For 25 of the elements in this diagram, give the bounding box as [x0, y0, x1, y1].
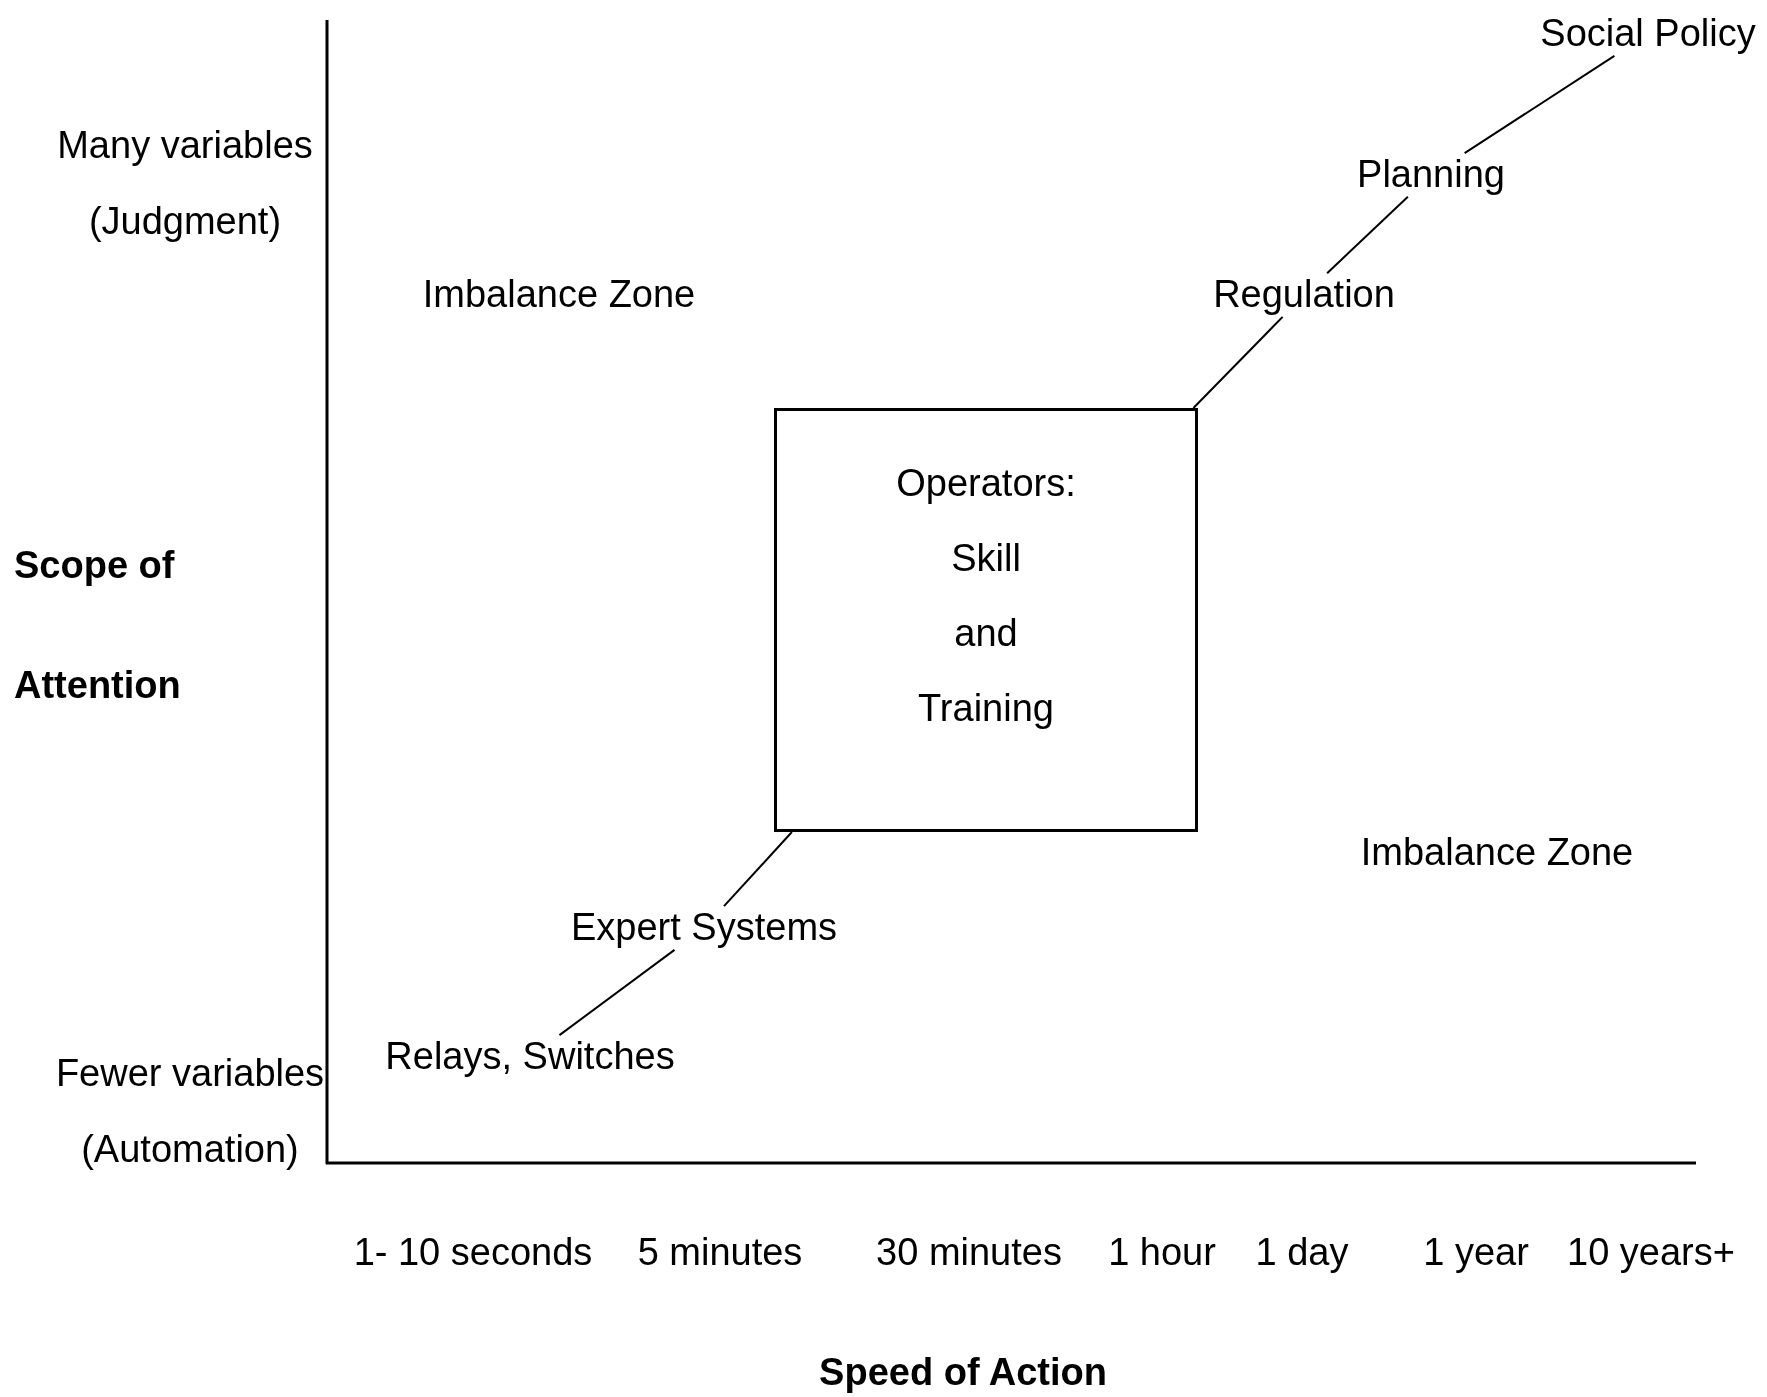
- tick-label: 1 day: [1255, 1231, 1349, 1275]
- axis-title: Scope of Attention: [14, 543, 182, 708]
- connector-line: [558, 948, 676, 1037]
- tick-label: 1- 10 seconds: [353, 1231, 593, 1275]
- connector-line: [1463, 54, 1616, 155]
- node-label: Relays, Switches: [385, 1035, 675, 1079]
- node-label: Expert Systems: [570, 906, 838, 950]
- axis-label: Many variables (Judgment): [56, 123, 314, 244]
- tick-label: 1 hour: [1108, 1231, 1216, 1275]
- connector-line: [723, 831, 793, 908]
- tick-label: 1 year: [1423, 1231, 1529, 1275]
- tick-label: 5 minutes: [637, 1231, 803, 1275]
- box-text: Operators: Skill and Training: [895, 461, 1077, 731]
- axis-title: Speed of Action: [819, 1351, 1107, 1395]
- node-label: Planning: [1357, 153, 1505, 197]
- node-label: Social Policy: [1540, 12, 1756, 56]
- zone-label: Imbalance Zone: [422, 273, 696, 317]
- node-label: Regulation: [1213, 273, 1395, 317]
- axis-label: Fewer variables (Automation): [54, 1051, 326, 1172]
- tick-label: 30 minutes: [876, 1231, 1062, 1275]
- zone-label: Imbalance Zone: [1360, 831, 1634, 875]
- process-box: [774, 408, 1198, 832]
- tick-label: 10 years+: [1567, 1231, 1735, 1275]
- connector-line: [1326, 195, 1409, 275]
- connector-line: [1192, 315, 1284, 409]
